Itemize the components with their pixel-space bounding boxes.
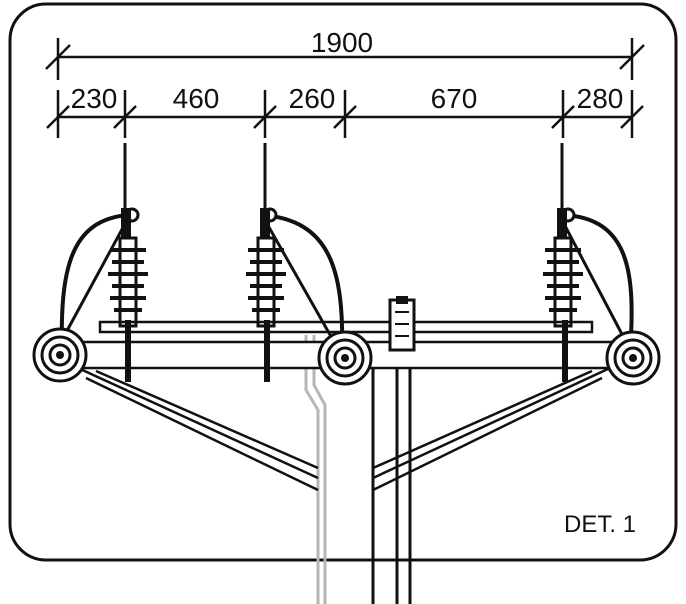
dimension-segment-1-label: 230 (71, 83, 118, 114)
detail-label: DET. 1 (564, 511, 636, 538)
dimension-segment-2-label: 460 (173, 83, 220, 114)
left-strut (77, 366, 319, 492)
spool-left (32, 327, 88, 383)
spool-right (605, 330, 661, 386)
dimension-total (45, 38, 645, 80)
pole-clamp (388, 296, 416, 352)
spool-middle (317, 330, 373, 386)
dimension-segment-3-label: 260 (289, 83, 336, 114)
crossarm-top-bar (98, 320, 594, 334)
dimension-segment-4-label: 670 (431, 83, 478, 114)
dimension-segments (46, 90, 644, 138)
earthing-conductor (304, 335, 327, 604)
dimension-segment-5-label: 280 (577, 83, 624, 114)
insulator-2 (246, 143, 345, 382)
drawing-frame (8, 2, 678, 562)
insulator-3 (543, 143, 634, 382)
pole-lines (371, 340, 412, 604)
right-strut (372, 366, 611, 492)
dimension-total-label: 1900 (311, 27, 373, 58)
insulator-1 (59, 143, 148, 382)
